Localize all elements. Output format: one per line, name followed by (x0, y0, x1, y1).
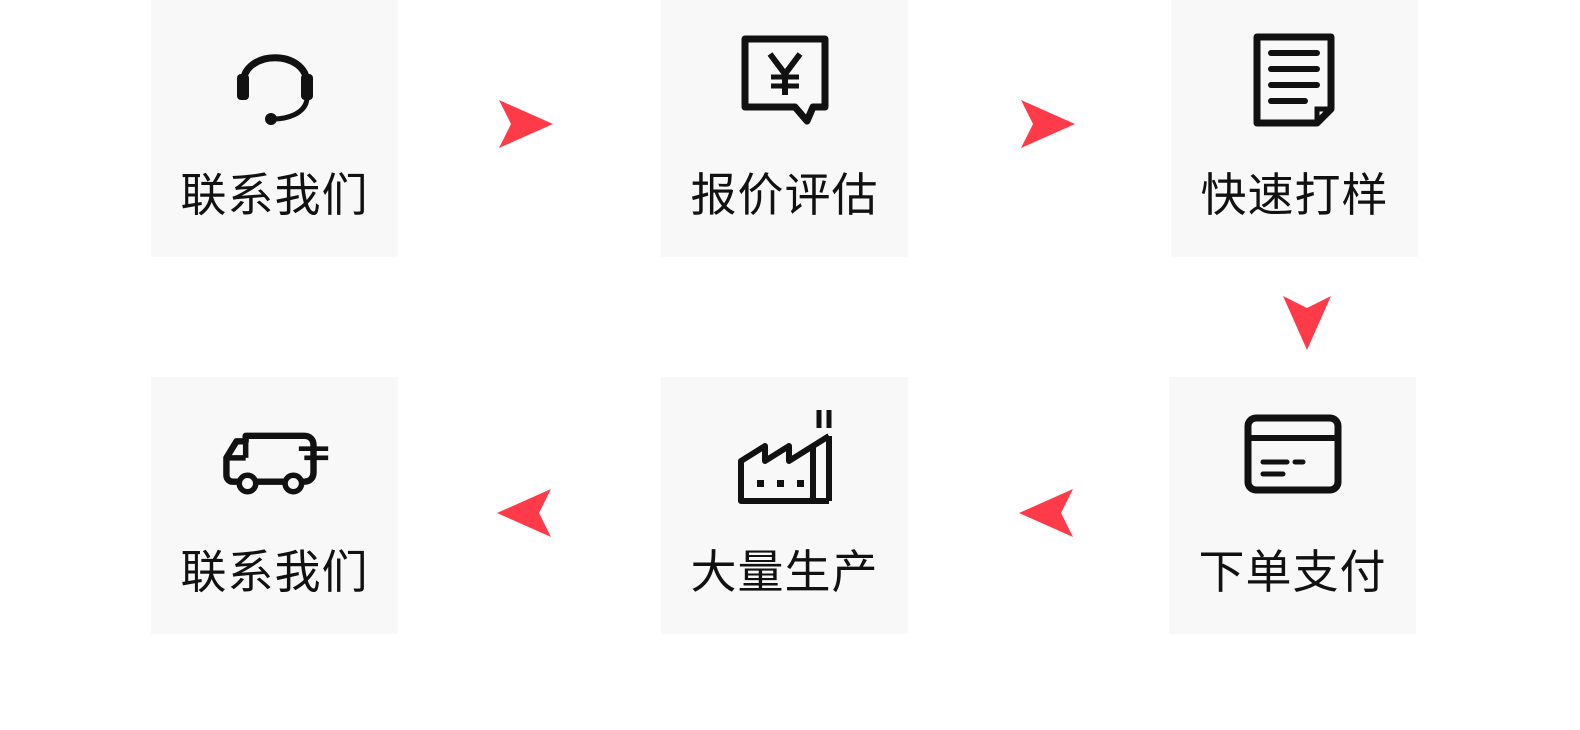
factory-icon (730, 401, 840, 511)
yuan-quote-icon (730, 24, 840, 134)
step-label: 联系我们 (180, 545, 369, 599)
step-label: 联系我们 (180, 168, 369, 222)
arrow-down-icon (1283, 296, 1331, 350)
credit-card-icon (1238, 401, 1348, 511)
step-label: 下单支付 (1198, 545, 1387, 599)
step-card-payment[interactable]: 下单支付 (1169, 377, 1416, 634)
arrow-right-icon (499, 100, 553, 148)
delivery-truck-icon (220, 401, 330, 511)
step-card-production[interactable]: 大量生产 (661, 377, 908, 634)
arrow-right-icon (1021, 100, 1075, 148)
step-card-contact[interactable]: 联系我们 (151, 0, 398, 257)
step-card-sample[interactable]: 快速打样 (1171, 0, 1418, 257)
step-card-delivery[interactable]: 联系我们 (151, 377, 398, 634)
step-label: 大量生产 (690, 545, 879, 599)
arrow-left-icon (497, 489, 551, 537)
step-label: 报价评估 (690, 168, 879, 222)
step-card-quote[interactable]: 报价评估 (661, 0, 908, 257)
document-icon (1240, 24, 1350, 134)
headset-icon (220, 24, 330, 134)
step-label: 快速打样 (1200, 168, 1389, 222)
arrow-left-icon (1019, 489, 1073, 537)
